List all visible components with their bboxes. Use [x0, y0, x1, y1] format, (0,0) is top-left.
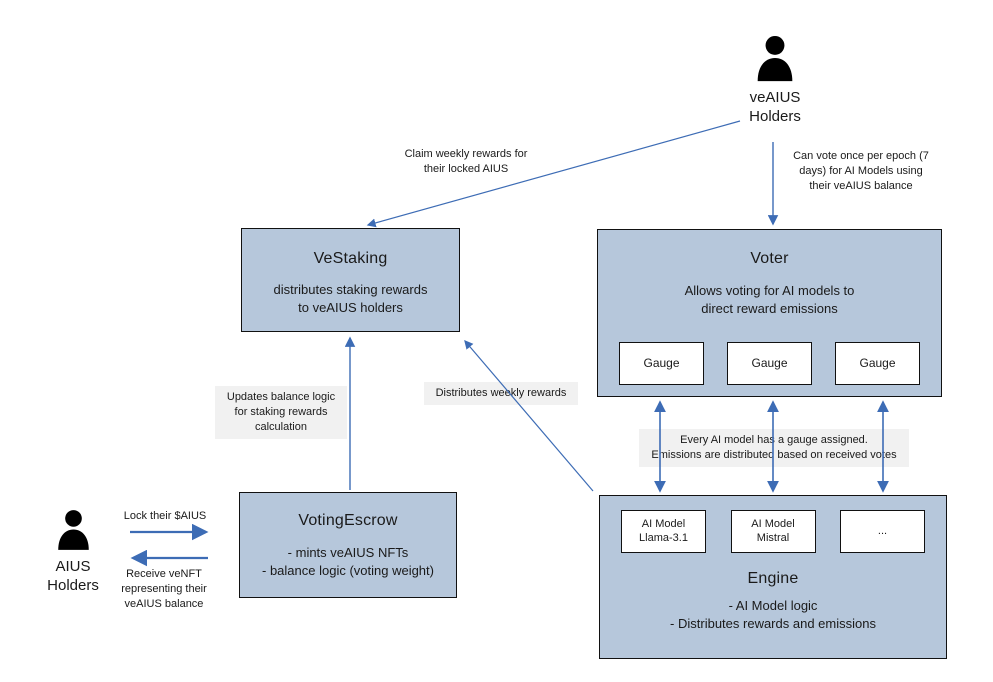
ai-model-box: AI Model Mistral — [730, 510, 816, 553]
box-title: Engine — [747, 570, 799, 587]
box-title: Voter — [750, 250, 789, 267]
ai-model-row: AI Model Llama-3.1 AI Model Mistral ... — [600, 510, 946, 553]
person-icon — [754, 34, 796, 82]
edge-label-updates-balance: Updates balance logic for staking reward… — [215, 386, 347, 439]
actor-label: AIUS Holders — [47, 558, 99, 594]
box-votingescrow: VotingEscrow - mints veAIUS NFTs - balan… — [239, 492, 457, 598]
box-description: - AI Model logic - Distributes rewards a… — [670, 598, 876, 632]
box-voter: Voter Allows voting for AI models to dir… — [597, 229, 942, 397]
actor-label: veAIUS Holders — [749, 89, 801, 125]
box-vestaking: VeStaking distributes staking rewards to… — [241, 228, 460, 332]
gauge-box: Gauge — [619, 342, 704, 385]
gauge-box: Gauge — [727, 342, 812, 385]
actor-veaius-holders: veAIUS Holders — [733, 34, 817, 127]
edge-label-gauge-assigned: Every AI model has a gauge assigned. Emi… — [639, 429, 909, 467]
edge-label-lock-aius: Lock their $AIUS — [123, 510, 207, 522]
box-engine: AI Model Llama-3.1 AI Model Mistral ... … — [599, 495, 947, 659]
gauge-box: Gauge — [835, 342, 920, 385]
edge-label-distributes-weekly: Distributes weekly rewards — [424, 382, 578, 405]
box-description: - mints veAIUS NFTs - balance logic (vot… — [262, 545, 434, 579]
ai-model-box: ... — [840, 510, 925, 553]
box-description: distributes staking rewards to veAIUS ho… — [273, 282, 428, 316]
box-title: VeStaking — [313, 250, 388, 267]
ai-model-box: AI Model Llama-3.1 — [621, 510, 706, 553]
box-description: Allows voting for AI models to direct re… — [684, 283, 855, 317]
edge-label-can-vote: Can vote once per epoch (7 days) for AI … — [793, 150, 929, 192]
gauge-row: Gauge Gauge Gauge — [598, 342, 941, 385]
actor-aius-holders: AIUS Holders — [33, 508, 113, 596]
edge-label-receive-venft: Receive veNFT representing their veAIUS … — [121, 568, 207, 610]
arrow-distributes-weekly — [464, 339, 594, 492]
box-title: VotingEscrow — [298, 512, 398, 529]
edge-label-claim-rewards: Claim weekly rewards for their locked AI… — [404, 148, 528, 175]
person-icon — [55, 508, 92, 551]
